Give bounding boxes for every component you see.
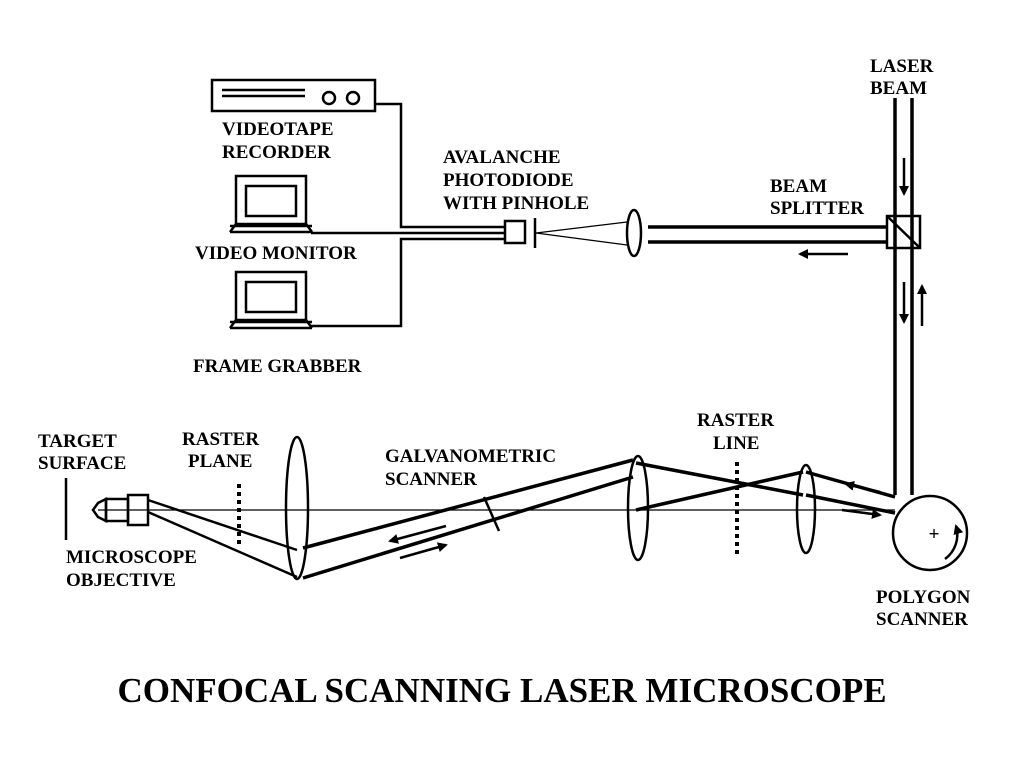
videotape-recorder-icon bbox=[210, 78, 377, 113]
label-avalanche-photodiode: AVALANCHE PHOTODIODE WITH PINHOLE bbox=[443, 147, 589, 214]
label-microscope-objective: MICROSCOPE OBJECTIVE bbox=[66, 547, 202, 591]
video-monitor-icon bbox=[229, 174, 313, 234]
polygon-plus-symbol: + bbox=[929, 524, 940, 545]
laser-beam-path bbox=[893, 98, 914, 495]
signal-wires bbox=[311, 102, 505, 328]
scan-arrow-in bbox=[844, 480, 881, 494]
label-laser-beam: LASER BEAM bbox=[870, 56, 938, 99]
avalanche-photodiode bbox=[503, 219, 527, 245]
scan-arrow-out bbox=[841, 508, 882, 519]
return-beam-path bbox=[648, 225, 887, 244]
focusing-lens bbox=[625, 208, 643, 258]
label-frame-grabber: FRAME GRABBER bbox=[193, 356, 362, 377]
relay-lens-middle bbox=[626, 454, 650, 562]
label-videotape-recorder: VIDEOTAPE RECORDER bbox=[222, 119, 338, 163]
beam-splitter-symbol bbox=[885, 214, 922, 250]
galvanometric-mirror bbox=[482, 496, 501, 532]
frame-grabber-icon bbox=[229, 270, 313, 330]
relay-lens-right bbox=[795, 463, 817, 555]
label-polygon-scanner: POLYGON SCANNER bbox=[876, 587, 975, 630]
scan-lens-large bbox=[284, 435, 310, 581]
label-beam-splitter: BEAM SPLITTER bbox=[770, 176, 864, 219]
galvo-arrow-right bbox=[399, 542, 448, 560]
polygon-scanner-symbol bbox=[891, 494, 969, 572]
scan-beam-paths bbox=[147, 458, 896, 580]
label-galvanometric-scanner: GALVANOMETRIC SCANNER bbox=[385, 446, 561, 490]
label-raster-plane: RASTER PLANE bbox=[182, 429, 264, 472]
microscope-objective-icon bbox=[91, 493, 150, 527]
galvo-arrow-left bbox=[388, 524, 447, 544]
label-raster-line: RASTER LINE bbox=[697, 410, 779, 454]
label-video-monitor: VIDEO MONITOR bbox=[195, 243, 357, 264]
diagram-title: CONFOCAL SCANNING LASER MICROSCOPE bbox=[117, 671, 886, 710]
label-target-surface: TARGET SURFACE bbox=[38, 431, 126, 474]
converging-cone bbox=[535, 221, 628, 246]
